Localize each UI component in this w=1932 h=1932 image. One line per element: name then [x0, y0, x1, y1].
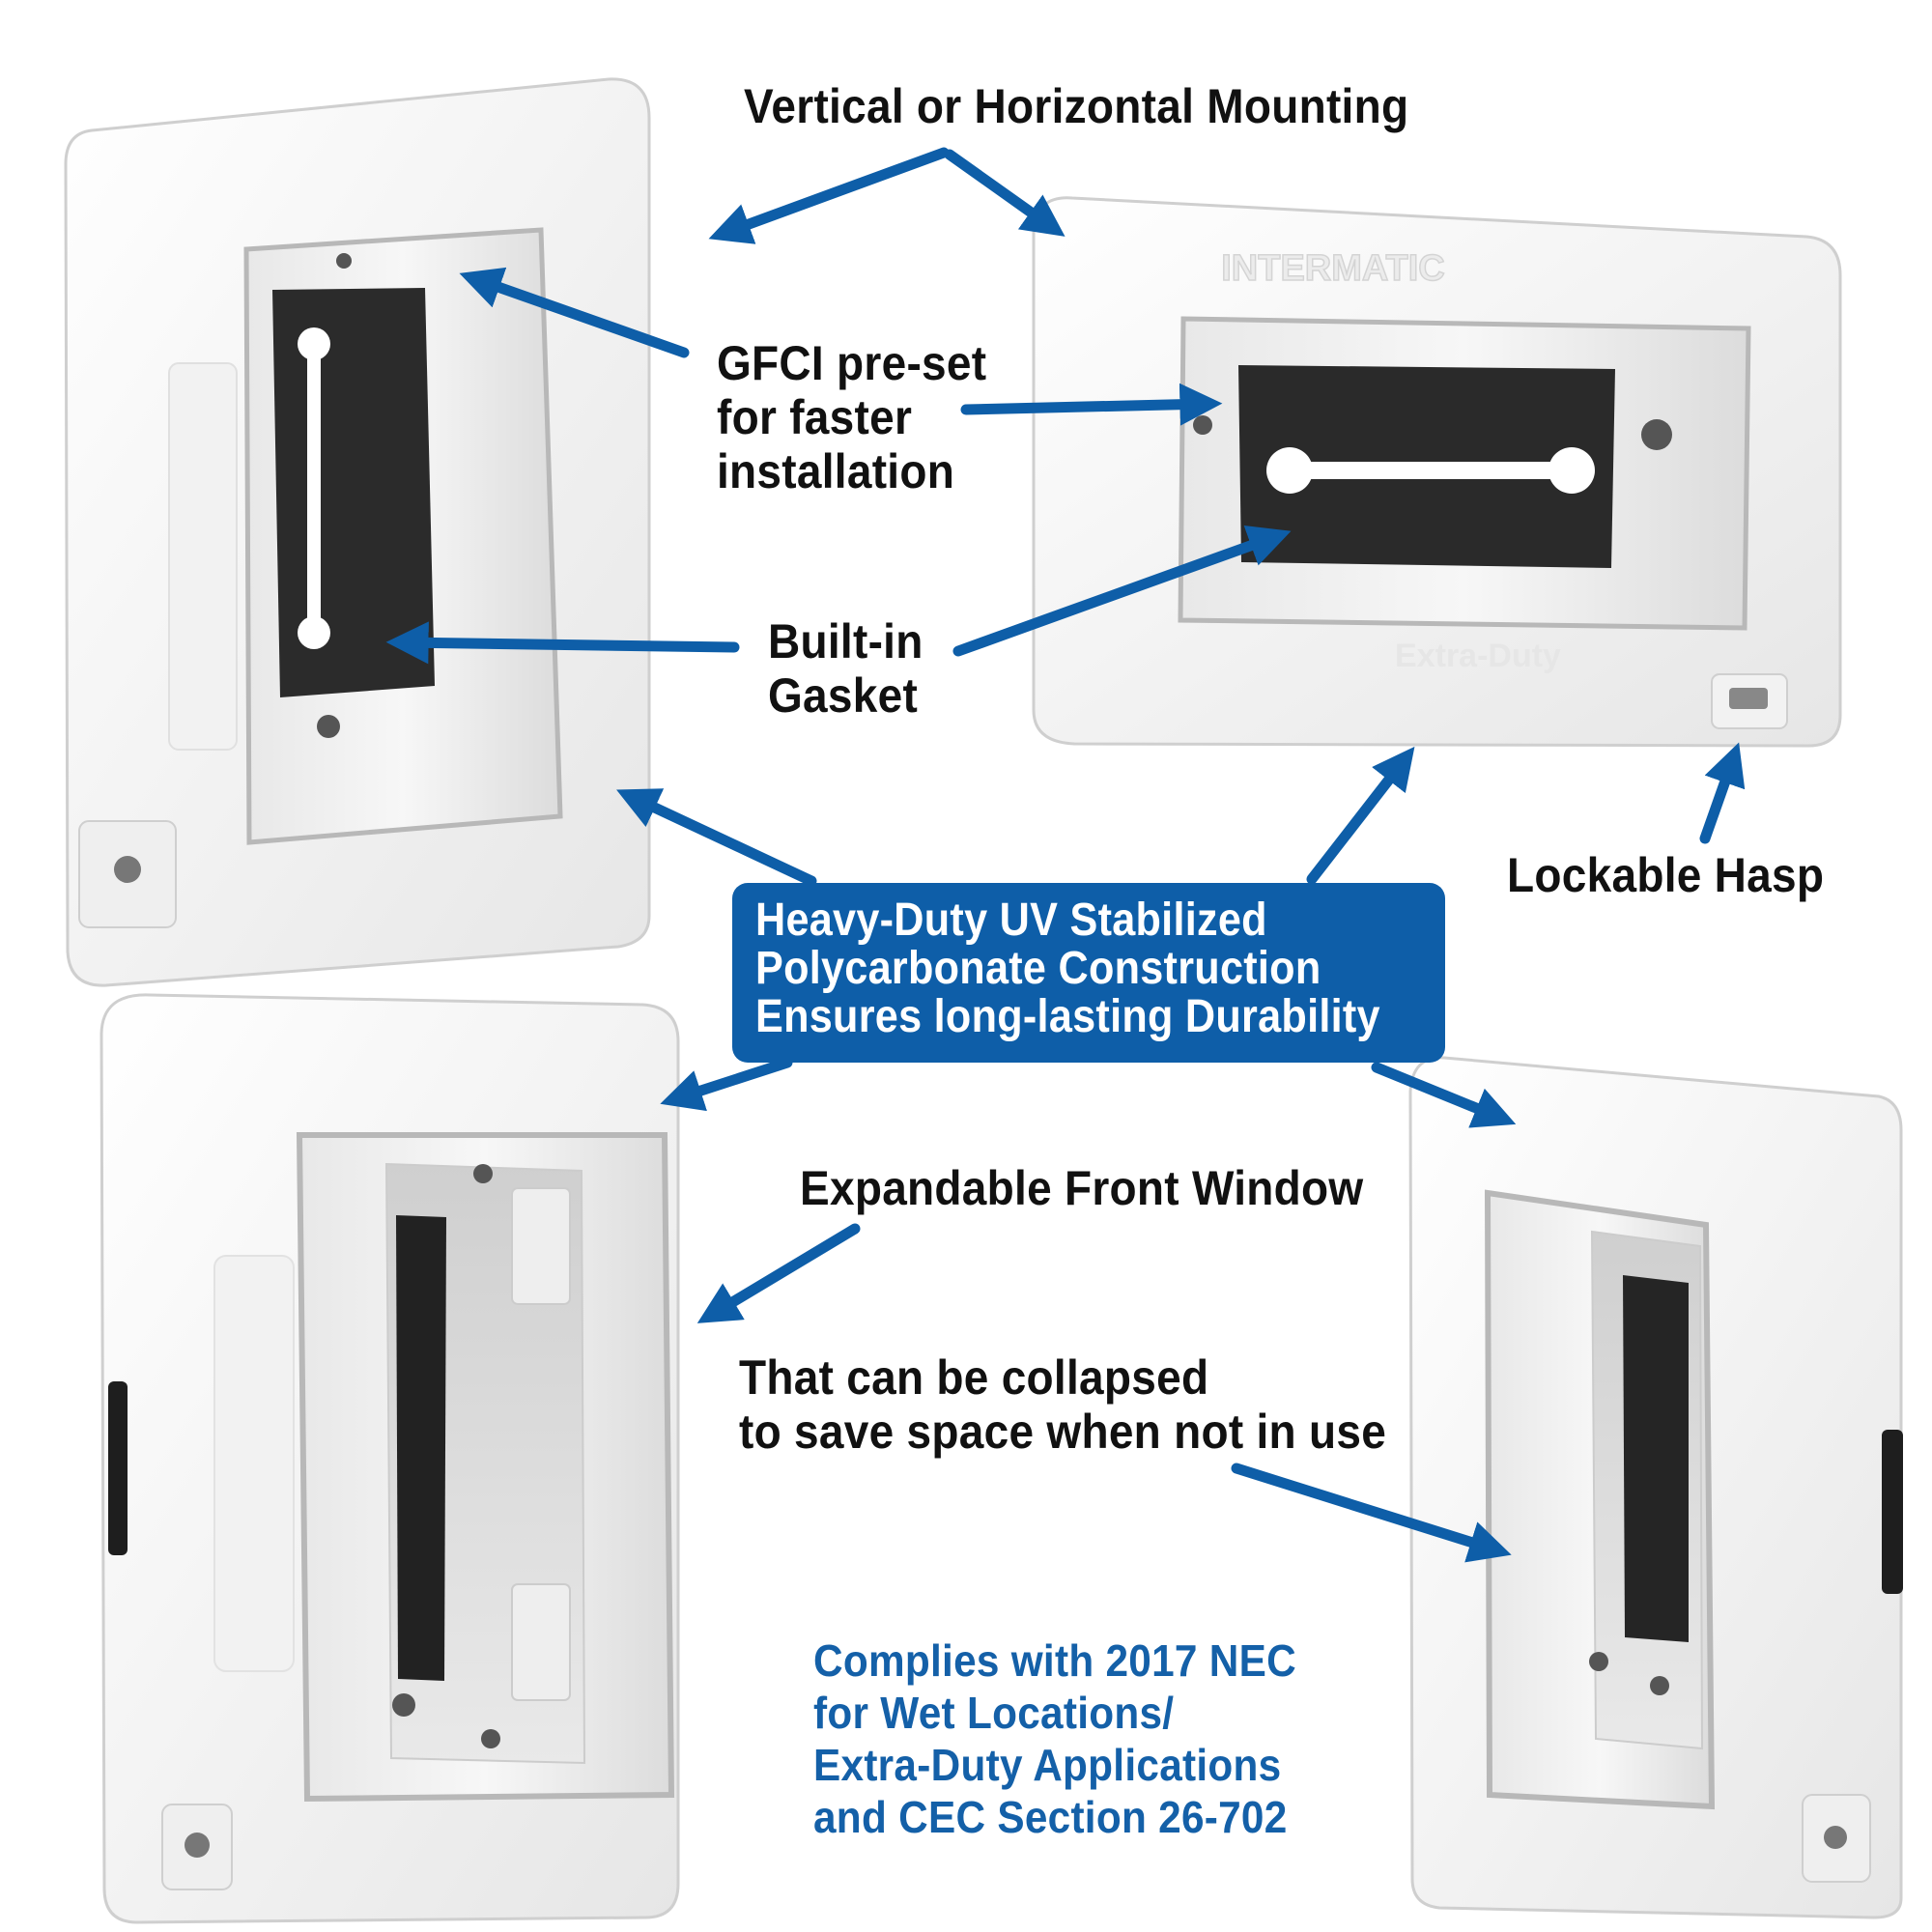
hasp-callout: Lockable Hasp	[1507, 848, 1825, 902]
gasket-callout: Built-in Gasket	[768, 614, 923, 723]
gfci-callout: GFCI pre-set for faster installation	[717, 336, 986, 498]
cover-angled	[1408, 1056, 1903, 1919]
cover-horizontal: INTERMATIC Extra-Duty	[1032, 196, 1842, 748]
gasket-arrow-icon	[952, 526, 1292, 657]
compliance-callout: Complies with 2017 NEC for Wet Locations…	[813, 1634, 1296, 1843]
mounting-arrow-icon	[708, 147, 950, 244]
material-arrow-icon	[1306, 746, 1415, 885]
compliance-line-4: and CEC Section 26-702	[813, 1792, 1288, 1842]
collapse-callout: That can be collapsed to save space when…	[739, 1350, 1386, 1459]
mounting-callout: Vertical or Horizontal Mounting	[744, 79, 1409, 133]
mounting-arrow-icon	[944, 149, 1065, 237]
window-arrow-icon	[696, 1223, 861, 1323]
window-callout: Expandable Front Window	[800, 1161, 1364, 1215]
gfci-line-1: GFCI pre-set	[717, 336, 987, 390]
compliance-line-2: for Wet Locations/	[813, 1688, 1175, 1738]
material-line-3: Ensures long-lasting Durability	[755, 991, 1380, 1042]
collapse-line-1: That can be collapsed	[739, 1350, 1209, 1405]
material-banner: Heavy-Duty UV Stabilized Polycarbonate C…	[732, 883, 1445, 1063]
cover-vertical-open	[64, 77, 651, 987]
gfci-line-2: for faster	[717, 390, 913, 444]
compliance-line-3: Extra-Duty Applications	[813, 1740, 1282, 1790]
arrow-icons	[385, 147, 1746, 1563]
collapse-arrow-icon	[1231, 1463, 1512, 1563]
cover-expanded	[99, 993, 680, 1924]
collapse-line-2: to save space when not in use	[739, 1405, 1387, 1459]
material-line-1: Heavy-Duty UV Stabilized	[755, 895, 1267, 946]
gasket-line-2: Gasket	[768, 668, 919, 723]
gasket-line-1: Built-in	[768, 614, 923, 668]
material-line-2: Polycarbonate Construction	[755, 943, 1321, 994]
hasp-arrow-icon	[1699, 742, 1746, 844]
gasket-arrow-icon	[385, 621, 740, 665]
material-arrow-icon	[1371, 1062, 1517, 1128]
brand-mark: INTERMATIC	[1221, 248, 1445, 289]
gfci-line-3: installation	[717, 444, 955, 498]
material-callout: Heavy-Duty UV Stabilized Polycarbonate C…	[755, 895, 1380, 1042]
gfci-arrow-icon	[960, 383, 1223, 426]
material-arrow-icon	[616, 788, 817, 887]
model-label: Extra-Duty	[1395, 638, 1561, 674]
compliance-line-1: Complies with 2017 NEC	[813, 1635, 1296, 1686]
gfci-arrow-icon	[459, 267, 690, 358]
material-arrow-icon	[660, 1057, 793, 1112]
